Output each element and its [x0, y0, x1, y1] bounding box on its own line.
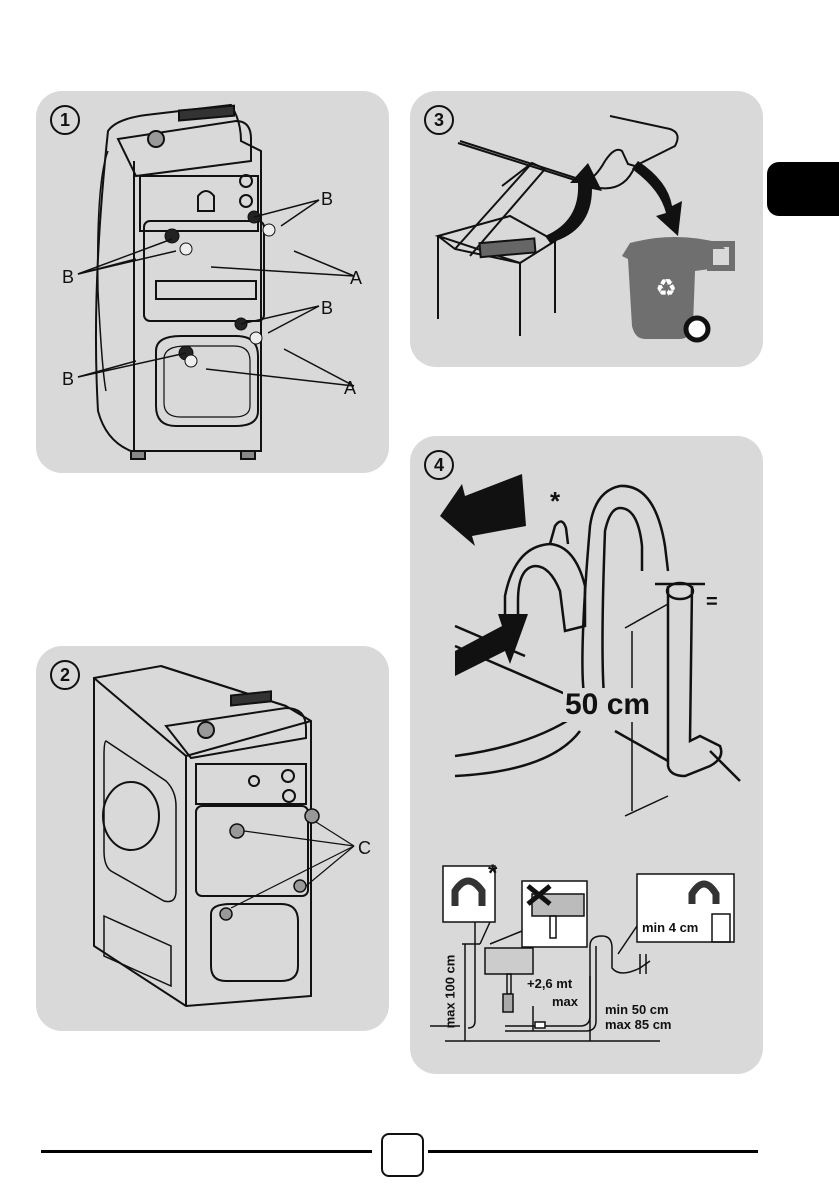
- language-tab-marker: [767, 162, 839, 216]
- step-number-4: 4: [424, 450, 454, 480]
- label-b-upper-right: B: [321, 189, 334, 209]
- panel-step-1: 1: [36, 91, 389, 473]
- recycle-bin-icon: ♻: [622, 237, 735, 343]
- step-number-1: 1: [50, 105, 80, 135]
- label-a-upper: A: [350, 268, 363, 288]
- arrow-left-icon: [440, 474, 526, 546]
- page-number-box: [381, 1133, 424, 1177]
- extension-label: +2,6 mt: [527, 976, 573, 991]
- height-50cm-label: 50 cm: [563, 688, 653, 722]
- max-height-label: max 100 cm: [442, 954, 458, 1029]
- remove-bracket-illustration: ♻: [434, 115, 735, 343]
- label-a-lower: A: [344, 378, 357, 398]
- drain-asterisk: *: [488, 860, 498, 887]
- panel-step-2: 2: [36, 646, 389, 1031]
- arrow-down-icon: [632, 161, 682, 236]
- svg-text:♻: ♻: [655, 274, 677, 302]
- footer-line-left: [41, 1150, 372, 1153]
- step-number-2: 2: [50, 660, 80, 690]
- asterisk-mark: *: [550, 486, 561, 516]
- label-c: C: [358, 838, 371, 858]
- extension-max-label: max: [552, 994, 579, 1009]
- arrow-right-icon: [455, 614, 528, 676]
- hose-guide-illustration: [440, 474, 741, 817]
- label-b-upper-left: B: [62, 267, 75, 287]
- panel-step-4: 4 * = 50 cm: [410, 436, 763, 1074]
- footer-line-right: [428, 1150, 758, 1153]
- equals-mark: =: [706, 591, 718, 613]
- washer-rear-illustration: [77, 103, 355, 460]
- label-b-lower-left: B: [62, 369, 75, 389]
- step-number-3: 3: [424, 105, 454, 135]
- label-b-lower-right: B: [321, 298, 334, 318]
- min-depth-label: min 4 cm: [642, 920, 699, 935]
- arrow-up-icon: [545, 163, 602, 243]
- max-range-label: max 85 cm: [605, 1017, 672, 1032]
- panel-step-3: 3 ♻: [410, 91, 763, 367]
- drain-diagram: [430, 865, 735, 1042]
- min-range-label: min 50 cm: [605, 1002, 669, 1017]
- washer-plugs-illustration: [93, 664, 355, 1008]
